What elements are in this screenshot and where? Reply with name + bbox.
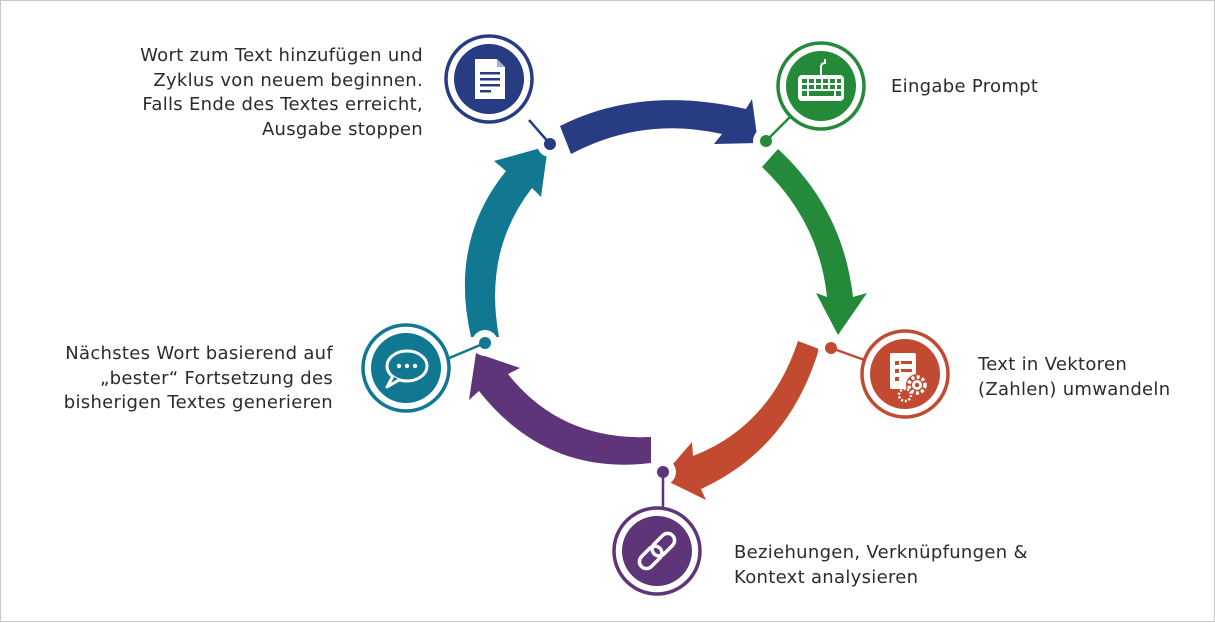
connector-dot-vectors <box>825 342 837 354</box>
arrow-analyze-to-generate <box>469 353 651 465</box>
document-icon <box>444 34 534 124</box>
chat-bubble-icon <box>361 323 451 413</box>
step-label-generate: Nächstes Wort basierend auf „bester“ For… <box>63 343 333 413</box>
step-label-vectors: Text in Vektoren (Zahlen) umwandeln <box>978 354 1171 400</box>
link-icon <box>612 506 702 596</box>
keyboard-icon <box>776 41 866 131</box>
step-label-analyze: Beziehungen, Verknüpfungen & Kontext ana… <box>734 542 1028 588</box>
connector-dot-analyze <box>657 466 669 478</box>
connector-dot-generate <box>479 337 491 349</box>
step-label-append: Wort zum Text hinzufügen und Zyklus von … <box>140 45 423 140</box>
arrow-generate-to-append <box>464 146 548 337</box>
step-label-input: Eingabe Prompt <box>891 76 1039 97</box>
connector-dot-input <box>760 135 772 147</box>
arrow-vectors-to-analyze <box>661 341 819 500</box>
connector-dot-append <box>544 138 556 150</box>
document-gear-icon <box>860 329 950 419</box>
arrow-input-to-vectors <box>762 149 867 335</box>
arrow-append-to-input <box>560 99 758 154</box>
